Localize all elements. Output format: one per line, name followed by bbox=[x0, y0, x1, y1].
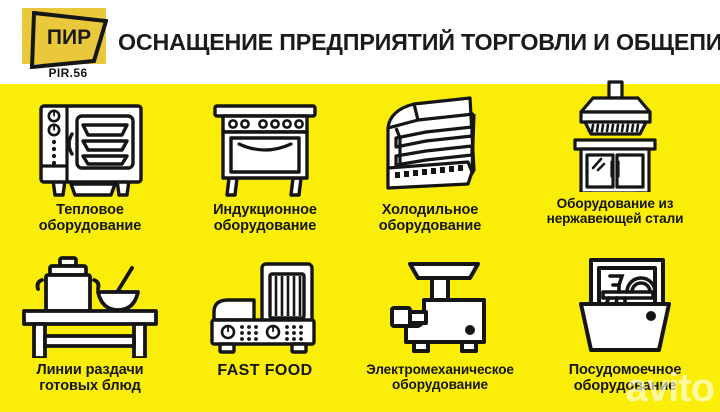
category-card-thermal[interactable]: Тепловое оборудование bbox=[0, 90, 180, 234]
extractor-hood-cabinet-icon bbox=[510, 80, 720, 192]
category-label: Холодильное оборудование bbox=[378, 202, 482, 235]
category-label: Оборудование из нержавеющей стали bbox=[546, 196, 684, 227]
meat-grinder-icon bbox=[350, 250, 530, 358]
banner-header: ПИР PIR.56 ОСНАЩЕНИЕ ПРЕДПРИЯТИЙ ТОРГОВЛ… bbox=[0, 0, 720, 84]
category-label: FAST FOOD bbox=[217, 362, 313, 379]
induction-range-icon bbox=[180, 90, 350, 198]
page-title: ОСНАЩЕНИЕ ПРЕДПРИЯТИЙ ТОРГОВЛИ И ОБЩЕПИТ… bbox=[118, 28, 720, 55]
logo-quadrilateral-outline bbox=[28, 11, 108, 69]
refrigerated-display-icon bbox=[350, 90, 510, 198]
category-card-stainless[interactable]: Оборудование из нержавеющей стали bbox=[510, 80, 720, 227]
category-grid: Тепловое оборудование bbox=[0, 80, 720, 412]
category-card-electromechanical[interactable]: Электромеханическое оборудование bbox=[350, 250, 530, 392]
category-card-induction[interactable]: Индукционное оборудование bbox=[180, 90, 350, 234]
category-label: Тепловое оборудование bbox=[38, 202, 142, 235]
category-card-serving-line[interactable]: Линии раздачи готовых блюд bbox=[0, 250, 180, 394]
contact-grill-icon bbox=[180, 250, 350, 358]
convection-oven-icon bbox=[0, 90, 180, 198]
brand-logo: ПИР PIR.56 bbox=[14, 6, 114, 82]
category-label: Посудомоечное оборудование bbox=[568, 362, 682, 395]
category-card-refrigeration[interactable]: Холодильное оборудование bbox=[350, 90, 510, 234]
category-label: Электромеханическое оборудование bbox=[366, 362, 514, 393]
logo-subtext: PIR.56 bbox=[48, 66, 88, 80]
category-label: Линии раздачи готовых блюд bbox=[36, 362, 144, 395]
logo-wordmark: ПИР bbox=[46, 26, 92, 49]
category-panel: Тепловое оборудование bbox=[0, 80, 720, 412]
category-label: Индукционное оборудование bbox=[213, 202, 317, 235]
serving-line-table-icon bbox=[0, 250, 180, 358]
category-card-fast-food[interactable]: FAST FOOD bbox=[180, 250, 350, 380]
category-card-dishwashing[interactable]: Посудомоечное оборудование bbox=[530, 250, 720, 394]
dishwasher-icon bbox=[530, 250, 720, 358]
